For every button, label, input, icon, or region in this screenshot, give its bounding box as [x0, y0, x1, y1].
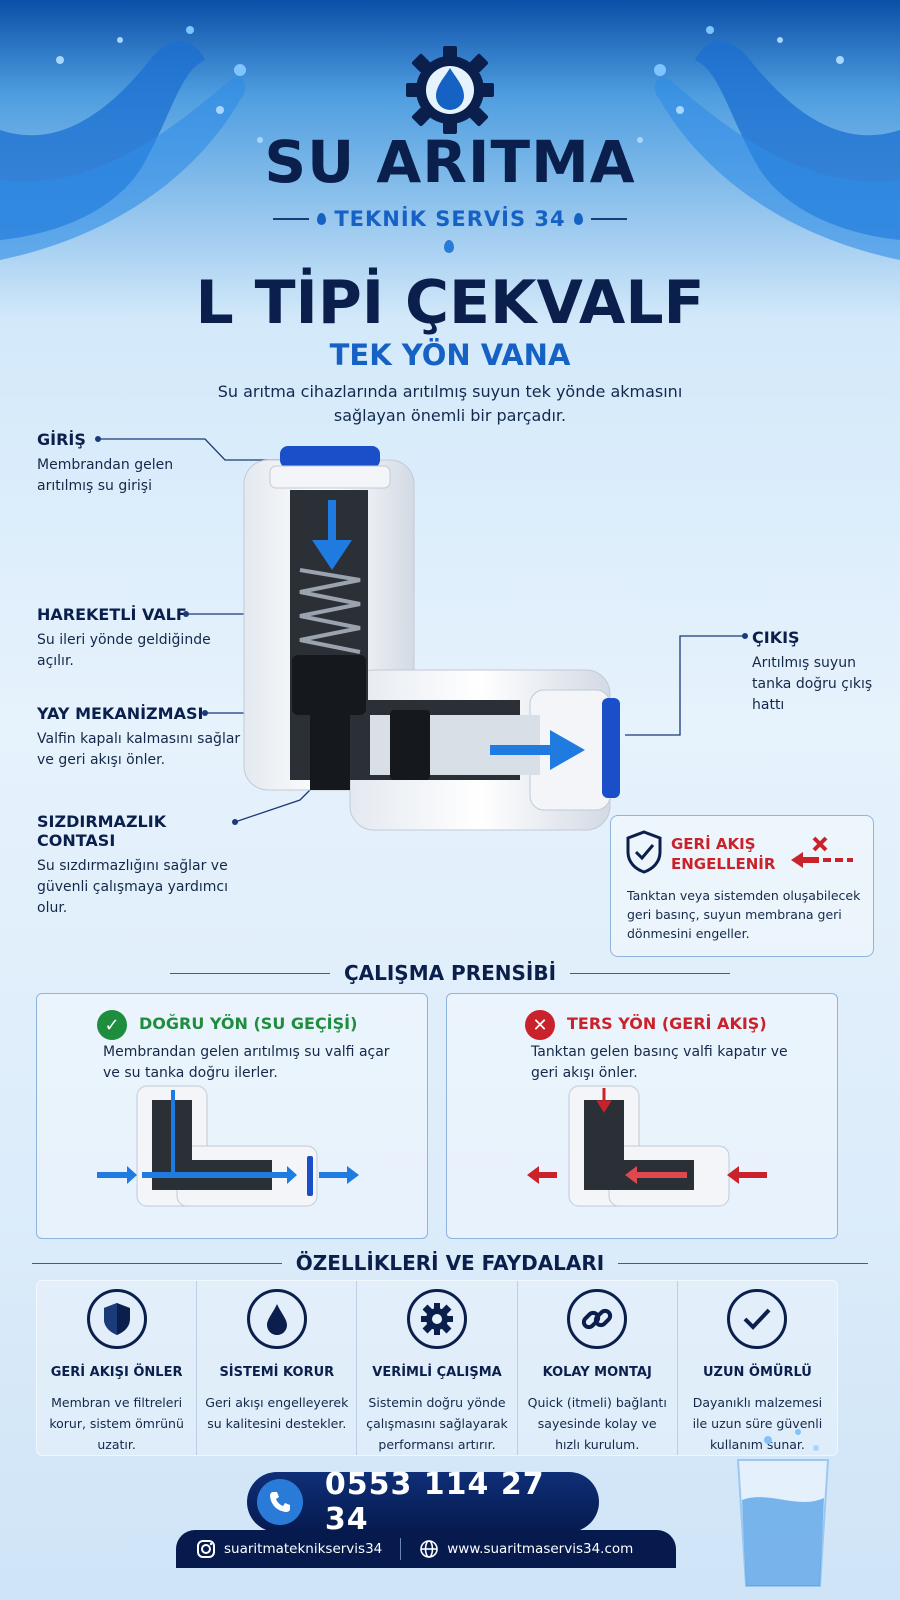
callout-spring: YAY MEKANİZMASI Valfin kapalı kalmasını …	[37, 704, 257, 771]
water-splash-right	[637, 26, 900, 261]
callout-title: HAREKETLİ VALF	[37, 605, 187, 624]
callout-title: SIZDIRMAZLIK CONTASI	[37, 812, 167, 850]
contact-footer: suaritmateknikservis34 www.suaritmaservi…	[176, 1530, 676, 1568]
correct-direction-card: ✓ DOĞRU YÖN (SU GEÇİŞİ) Membrandan gelen…	[36, 993, 428, 1239]
callout-title: ÇIKIŞ	[752, 628, 800, 647]
feature-text: Geri akışı engelleyerek su kalitesini de…	[205, 1395, 349, 1431]
callout-title: GİRİŞ	[37, 430, 86, 449]
backflow-info-card: GERİ AKIŞ ENGELLENİR Tanktan veya sistem…	[610, 815, 874, 957]
water-glass-illustration	[736, 1429, 830, 1587]
divider	[570, 972, 731, 974]
feature-item: GERİ AKIŞI ÖNLER Membran ve filtreleri k…	[37, 1281, 198, 1455]
backflow-text: Tanktan veya sistemden oluşabilecek geri…	[627, 888, 861, 941]
divider	[400, 1538, 402, 1560]
callout-seal: SIZDIRMAZLIK CONTASI Su sızdırmazlığını …	[37, 812, 247, 919]
website-url: www.suaritmaservis34.com	[447, 1541, 634, 1557]
brand-subtitle-row: TEKNİK SERVİS 34	[270, 204, 630, 234]
product-description: Su arıtma cihazlarında arıtılmış suyun t…	[217, 382, 683, 425]
feature-text: Membran ve filtreleri korur, sistem ömrü…	[49, 1395, 184, 1452]
feature-title: UZUN ÖMÜRLÜ	[702, 1365, 812, 1380]
l-type-check-valve-illustration	[243, 446, 620, 831]
phone-icon	[257, 1479, 303, 1525]
reverse-direction-card: ✕ TERS YÖN (GERİ AKIŞ) Tanktan gelen bas…	[446, 993, 838, 1239]
card-title: DOĞRU YÖN (SU GEÇİŞİ)	[139, 1014, 358, 1033]
callout-text: Su sızdırmazlığını sağlar ve güvenli çal…	[37, 858, 229, 916]
globe-icon	[420, 1540, 439, 1558]
feature-item: KOLAY MONTAJ Quick (itmeli) bağlantı say…	[518, 1281, 678, 1455]
feature-title: KOLAY MONTAJ	[542, 1365, 652, 1380]
features-panel: GERİ AKIŞI ÖNLER Membran ve filtreleri k…	[36, 1280, 838, 1456]
callout-text: Valfin kapalı kalmasını sağlar ve geri a…	[37, 731, 241, 768]
product-title: L TİPİ ÇEKVALF	[195, 268, 705, 338]
callout-text: Arıtılmış suyun tanka doğru çıkış hattı	[752, 655, 873, 713]
card-text: Tanktan gelen basınç valfi kapatır ve ge…	[531, 1044, 788, 1081]
gear-icon	[407, 1289, 467, 1349]
callout-outlet: ÇIKIŞ Arıtılmış suyun tanka doğru çıkış …	[752, 628, 892, 716]
reverse-flow-illustration	[527, 1085, 767, 1207]
feature-item: SİSTEMİ KORUR Geri akışı engelleyerek su…	[197, 1281, 358, 1455]
forward-flow-illustration	[97, 1085, 359, 1207]
check-circle-icon: ✓	[97, 1010, 127, 1040]
instagram-link[interactable]: suaritmateknikservis34	[196, 1539, 382, 1559]
section-title: ÖZELLİKLERİ VE FAYDALARI	[295, 1251, 605, 1275]
water-drop-icon	[444, 240, 454, 253]
brand-subtitle: TEKNİK SERVİS 34	[334, 207, 566, 231]
checkmark-icon	[727, 1289, 788, 1349]
feature-title: SİSTEMİ KORUR	[219, 1365, 335, 1380]
divider	[618, 1262, 869, 1264]
water-splash-left	[0, 26, 263, 261]
card-title: TERS YÖN (GERİ AKIŞ)	[567, 1014, 767, 1033]
backflow-title: GERİ AKIŞ ENGELLENİR	[671, 835, 776, 873]
feature-title: VERİMLİ ÇALIŞMA	[372, 1365, 502, 1380]
blocked-reverse-arrow-icon	[791, 836, 853, 868]
shield-check-icon	[626, 830, 662, 874]
feature-item: VERİMLİ ÇALIŞMA Sistemin doğru yönde çal…	[357, 1281, 518, 1455]
divider	[169, 972, 330, 974]
card-text: Membrandan gelen arıtılmış su valfi açar…	[103, 1044, 390, 1081]
product-subtitle: TEK YÖN VANA	[329, 338, 571, 372]
brand-gear-drop-logo	[406, 46, 494, 134]
link-icon	[567, 1289, 628, 1349]
feature-text: Sistemin doğru yönde çalışmasını sağlaya…	[366, 1395, 508, 1452]
feature-text: Dayanıklı malzemesi ile uzun süre güvenl…	[692, 1395, 823, 1452]
section-heading-features: ÖZELLİKLERİ VE FAYDALARI	[0, 1248, 900, 1278]
callout-moving-valve: HAREKETLİ VALF Su ileri yönde geldiğinde…	[37, 605, 227, 672]
feature-title: GERİ AKIŞI ÖNLER	[50, 1365, 183, 1380]
section-title: ÇALIŞMA PRENSİBİ	[343, 961, 557, 985]
phone-number: 0553 114 27 34	[324, 1467, 545, 1537]
water-drop-icon	[573, 213, 583, 225]
divider	[590, 218, 627, 220]
brand-title: SU ARITMA	[264, 128, 636, 196]
feature-text: Quick (itmeli) bağlantı sayesinde kolay …	[527, 1395, 667, 1452]
instagram-icon	[197, 1540, 215, 1558]
section-heading-principle: ÇALIŞMA PRENSİBİ	[0, 958, 900, 988]
callout-text: Su ileri yönde geldiğinde açılır.	[37, 632, 211, 669]
phone-call-button[interactable]: 0553 114 27 34	[247, 1467, 599, 1537]
callout-text: Membrandan gelen arıtılmış su girişi	[37, 457, 174, 494]
divider	[273, 218, 310, 220]
callout-inlet: GİRİŞ Membrandan gelen arıtılmış su giri…	[37, 430, 227, 497]
website-link[interactable]: www.suaritmaservis34.com	[419, 1539, 633, 1559]
divider	[31, 1262, 282, 1264]
callout-title: YAY MEKANİZMASI	[37, 704, 204, 723]
feature-item: UZUN ÖMÜRLÜ Dayanıklı malzemesi ile uzun…	[678, 1281, 837, 1455]
water-drop-icon	[317, 213, 327, 225]
shield-icon	[86, 1289, 147, 1349]
x-circle-icon: ✕	[525, 1010, 555, 1040]
water-drop-icon	[246, 1289, 307, 1349]
instagram-handle: suaritmateknikservis34	[224, 1541, 383, 1557]
